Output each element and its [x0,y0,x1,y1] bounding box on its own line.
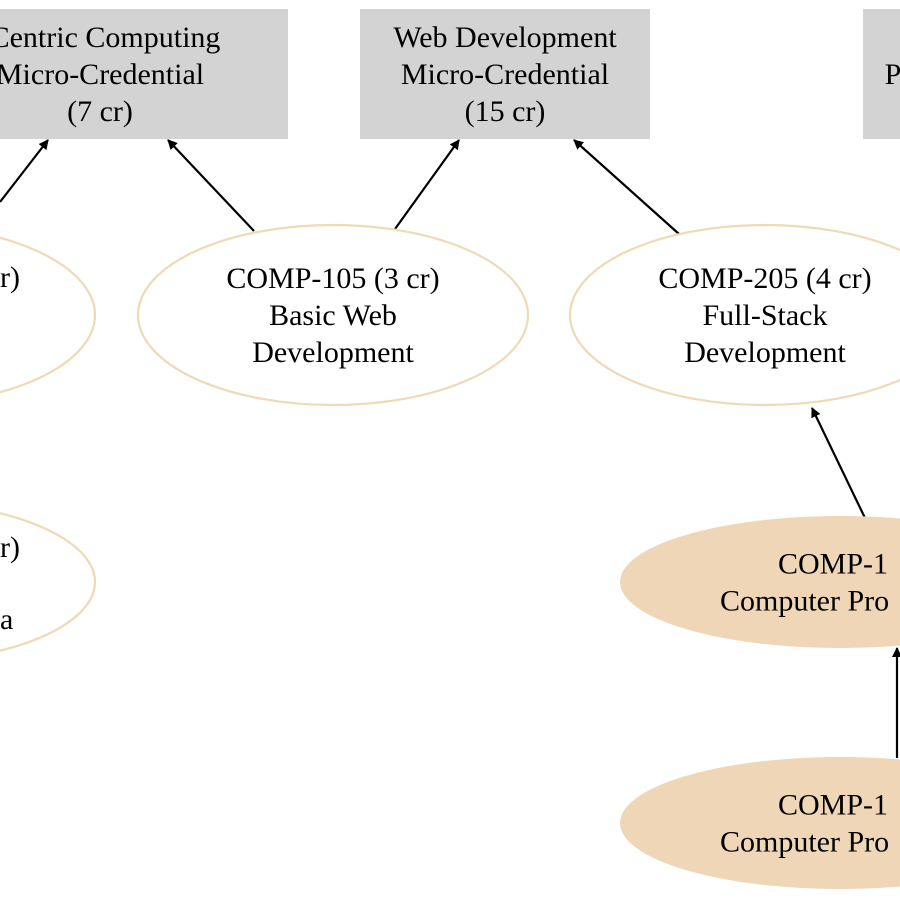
cred-p-node[interactable]: P [863,9,900,139]
cred-data-centric-label-line-2: Micro-Credential [0,58,204,91]
edge-comp105-to-web-dev [394,139,460,230]
cred-data-centric-label-line-1: -Centric Computing [0,21,220,54]
course-left-bottom-ellipse [0,512,97,652]
cred-web-dev-label-line-3: (15 cr) [465,95,546,128]
course-left-bottom-label-line-1: r) [0,531,20,564]
course-comp1-upper-label-line-1: COMP-1 [778,547,888,580]
course-comp1-lower-label-line-1: COMP-1 [778,788,888,821]
course-left-bottom-label-line-2: a [0,603,13,636]
course-comp205-label-line-3: Development [684,336,846,369]
cred-web-dev-label-line-1: Web Development [393,21,617,54]
edge-comp205-to-web-dev [573,139,680,235]
course-comp1-upper-ellipse [620,516,900,648]
course-comp105-label-line-3: Development [252,336,414,369]
cred-web-dev-label-line-2: Micro-Credential [401,58,609,91]
course-comp105-label-line-2: Basic Web [269,299,397,332]
course-comp205-ellipse [568,223,900,407]
course-comp105-ellipse [136,223,530,407]
cred-p-box [863,9,900,139]
edge-left-to-data-centric [0,139,49,203]
cred-data-centric-label-line-3: (7 cr) [67,95,133,128]
edges [0,139,900,758]
course-left-top-label-line-1: r) [0,261,20,294]
course-comp1-lower-label-line-2: Computer Pro [720,825,889,858]
edge-comp1-to-comp205 [811,407,866,519]
cred-web-dev-box [360,9,650,139]
course-left-bottom-node[interactable]: r) a [0,502,97,662]
edge-comp105-to-data-centric [167,139,255,232]
course-comp1-lower-ellipse [620,757,900,889]
course-left-top-node[interactable]: r) [0,225,97,405]
course-left-top-ellipse [0,236,97,394]
course-comp105-label-line-1: COMP-105 (3 cr) [226,262,439,295]
cred-data-centric-box [0,9,288,139]
cred-p-label-line-1: P [885,58,900,91]
course-comp1-upper-label-line-2: Computer Pro [720,584,889,617]
course-comp205-label-line-1: COMP-205 (4 cr) [658,262,871,295]
course-comp205-label-line-2: Full-Stack [703,299,828,332]
